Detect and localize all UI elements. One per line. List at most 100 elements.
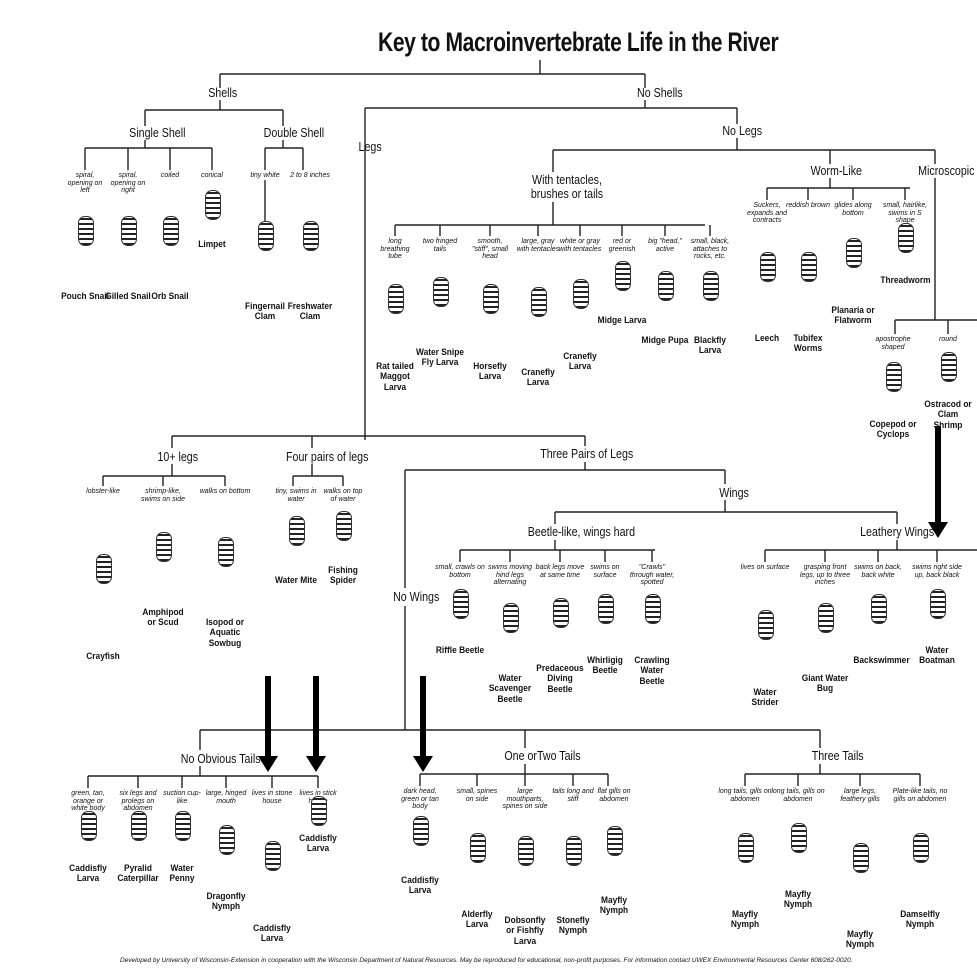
organism-description: swims on surface [580, 564, 630, 579]
organism-illustration-icon [738, 833, 754, 863]
organism-name: Freshwater Clam [285, 302, 334, 323]
arrow-shaft [265, 676, 271, 758]
organism-illustration-icon [607, 826, 623, 856]
organism-name: Ostracod or Clam Shrimp [923, 400, 972, 431]
organism-name: Isopod or Aquatic Sowbug [200, 618, 249, 649]
organism-description: tiny, swims in water [274, 488, 318, 503]
organism-name: Water Mite [271, 576, 320, 586]
organism-name: Stonefly Nymph [548, 916, 597, 937]
arrow-shaft [935, 426, 941, 524]
organism-illustration-icon [78, 216, 94, 246]
organism-description: large mouthparts, spines on side [500, 788, 550, 811]
organism-illustration-icon [336, 511, 352, 541]
organism-name: Pyralid Caterpillar [113, 864, 162, 885]
organism-name: Blackfly Larva [685, 336, 734, 357]
organism-name: Mayfly Nymph [589, 896, 638, 917]
heading-worm-like: Worm-Like [811, 164, 862, 178]
heading-no-wings: No Wings [393, 590, 439, 604]
organism-name: Fishing Spider [318, 566, 367, 587]
organism-name: Caddisfly Larva [293, 834, 342, 855]
organism-illustration-icon [265, 841, 281, 871]
organism-illustration-icon [531, 287, 547, 317]
heading-wings: Wings [719, 486, 749, 500]
organism-description: reddish brown [785, 202, 831, 210]
organism-name: Caddisfly Larva [63, 864, 112, 885]
organism-illustration-icon [303, 221, 319, 251]
organism-illustration-icon [413, 816, 429, 846]
organism-description: long breathing tube [373, 238, 417, 261]
organism-name: Midge Pupa [640, 336, 689, 346]
organism-name: Limpet [187, 240, 236, 250]
organism-description: white or gray with tentacles [558, 238, 602, 253]
organism-name: Riffle Beetle [435, 646, 484, 656]
organism-name: Alderfly Larva [452, 910, 501, 931]
arrow-down-icon [258, 756, 278, 772]
organism-description: lobster-like [77, 488, 129, 496]
organism-illustration-icon [791, 823, 807, 853]
organism-illustration-icon [81, 811, 97, 841]
organism-description: 2 to 8 inches [288, 172, 332, 180]
organism-name: Rat tailed Maggot Larva [370, 362, 419, 393]
organism-illustration-icon [853, 843, 869, 873]
heading-with-tentacles: With tentacles, brushes or tails [530, 173, 604, 200]
organism-description: dark head, green or tan body [395, 788, 445, 811]
organism-description: large legs, feathery gills [832, 788, 888, 803]
organism-illustration-icon [163, 216, 179, 246]
organism-name: Whirligig Beetle [580, 656, 629, 677]
organism-description: walks on bottom [199, 488, 251, 496]
organism-illustration-icon [573, 279, 589, 309]
organism-name: Tubifex Worms [783, 334, 832, 355]
organism-description: spiral, opening on right [106, 172, 150, 195]
organism-description: swims right side up, back black [909, 564, 965, 579]
organism-illustration-icon [898, 223, 914, 253]
organism-description: "Crawls" through water, spotted [627, 564, 677, 587]
organism-description: round [926, 336, 970, 344]
organism-name: Fingernail Clam [240, 302, 289, 323]
organism-description: six legs and prolegs on abdomen [115, 790, 161, 813]
organism-name: Mayfly Nymph [835, 930, 884, 951]
heading-ten-legs: 10+ legs [157, 450, 198, 464]
organism-description: green, tan, orange or white body [65, 790, 111, 813]
organism-illustration-icon [205, 190, 221, 220]
footer-credit: Developed by University of Wisconsin-Ext… [120, 958, 853, 965]
organism-illustration-icon [801, 252, 817, 282]
organism-description: spiral, opening on left [63, 172, 107, 195]
organism-illustration-icon [645, 594, 661, 624]
organism-name: Water Penny [157, 864, 206, 885]
organism-illustration-icon [846, 238, 862, 268]
organism-description: large, hinged mouth [203, 790, 249, 805]
organism-name: Water Boatman [912, 646, 961, 667]
organism-illustration-icon [311, 796, 327, 826]
heading-shells: Shells [208, 86, 237, 100]
organism-description: apostrophe shaped [871, 336, 915, 351]
organism-description: tiny white [243, 172, 287, 180]
organism-illustration-icon [598, 594, 614, 624]
organism-illustration-icon [219, 825, 235, 855]
heading-microscopic: Microscopic [918, 164, 974, 178]
organism-name: Crawling Water Beetle [627, 656, 676, 687]
organism-illustration-icon [941, 352, 957, 382]
organism-name: Horsefly Larva [465, 362, 514, 383]
organism-description: back legs move at same time [535, 564, 585, 579]
organism-name: Water Scavenger Beetle [485, 674, 534, 705]
heading-leathery-wings: Leathery Wings [860, 525, 934, 539]
organism-name: Mayfly Nymph [720, 910, 769, 931]
organism-name: Copepod or Cyclops [868, 420, 917, 441]
organism-description: lives in stone house [249, 790, 295, 805]
organism-description: small, hairlike, swims in S shape [882, 202, 928, 225]
organism-illustration-icon [483, 284, 499, 314]
organism-name: Mayfly Nymph [773, 890, 822, 911]
organism-illustration-icon [470, 833, 486, 863]
organism-description: Plate-like tails, no gills on abdomen [892, 788, 948, 803]
organism-illustration-icon [258, 221, 274, 251]
organism-description: flat gills on abdomen [589, 788, 639, 803]
organism-description: shrimp-like, swims on side [137, 488, 189, 503]
arrow-shaft [420, 676, 426, 758]
organism-illustration-icon [289, 516, 305, 546]
organism-name: Amphipod or Scud [138, 608, 187, 629]
organism-description: glides along bottom [830, 202, 876, 217]
organism-name: Cranefly Larva [555, 352, 604, 373]
heading-three-tails: Three Tails [812, 749, 864, 763]
organism-description: red or greenish [600, 238, 644, 253]
organism-description: grasping front legs, up to three inches [797, 564, 853, 587]
